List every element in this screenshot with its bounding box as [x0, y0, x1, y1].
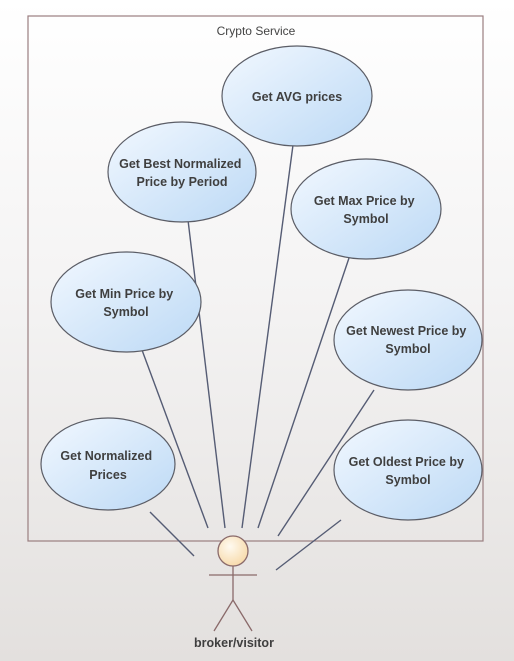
- system-boundary-title: Crypto Service: [217, 24, 296, 38]
- use-case-max-line-2: Symbol: [343, 212, 388, 226]
- use-case-best-normalized[interactable]: Get Best Normalized Price by Period: [107, 121, 257, 223]
- associations: [141, 144, 375, 571]
- use-case-oldest-line-1: Get Oldest Price by: [349, 455, 464, 469]
- svg-text:Get Max Price by Symbol: Get Max Price by Symbol: [314, 194, 418, 226]
- use-case-oldest-line-2: Symbol: [385, 473, 430, 487]
- use-case-avg[interactable]: Get AVG prices: [221, 45, 373, 147]
- use-case-best-normalized-line-1: Get Best Normalized: [119, 157, 241, 171]
- use-case-min-line-2: Symbol: [103, 305, 148, 319]
- use-case-max[interactable]: Get Max Price by Symbol: [290, 158, 442, 260]
- use-case-avg-line-1: Get AVG prices: [252, 90, 342, 104]
- use-case-newest-line-2: Symbol: [385, 342, 430, 356]
- use-case-normalized-line-1: Get Normalized: [60, 449, 152, 463]
- svg-text:Get Oldest Price by Symb: Get Oldest Price by Symbol: [349, 455, 468, 487]
- association-best-normalized[interactable]: [187, 219, 226, 529]
- use-case-normalized-line-2: Prices: [89, 468, 127, 482]
- use-case-min-line-1: Get Min Price by: [75, 287, 173, 301]
- use-case-max-line-1: Get Max Price by: [314, 194, 415, 208]
- svg-text:Get Normalized Prices: Get Normalized Prices: [60, 449, 155, 482]
- actor-name: broker/visitor: [194, 636, 274, 650]
- use-case-normalized[interactable]: Get Normalized Prices: [40, 417, 176, 511]
- svg-text:Get Min Price by Symbol: Get Min Price by Symbol: [75, 287, 176, 319]
- use-case-newest-line-1: Get Newest Price by: [346, 324, 466, 338]
- association-oldest[interactable]: [275, 519, 342, 571]
- use-case-newest[interactable]: Get Newest Price by Symbol: [333, 289, 483, 391]
- use-case-best-normalized-line-2: Price by Period: [136, 175, 227, 189]
- actor-head-icon: [217, 535, 249, 567]
- association-min[interactable]: [141, 349, 209, 529]
- association-avg[interactable]: [241, 144, 294, 529]
- actor-broker-visitor[interactable]: broker/visitor: [194, 535, 274, 650]
- association-normalized[interactable]: [149, 511, 195, 557]
- association-max[interactable]: [257, 257, 350, 529]
- stick-figure-icon: [209, 566, 257, 632]
- system-boundary[interactable]: Crypto Service: [27, 15, 484, 542]
- svg-text:Get Newest Price by Symb: Get Newest Price by Symbol: [346, 324, 470, 356]
- svg-text:Get Best Normalized Pric: Get Best Normalized Price by Period: [119, 157, 245, 189]
- use-case-oldest[interactable]: Get Oldest Price by Symbol: [333, 419, 483, 521]
- svg-text:Get AVG prices: Get AVG prices: [252, 90, 342, 104]
- use-case-min[interactable]: Get Min Price by Symbol: [50, 251, 202, 353]
- association-newest[interactable]: [277, 389, 375, 537]
